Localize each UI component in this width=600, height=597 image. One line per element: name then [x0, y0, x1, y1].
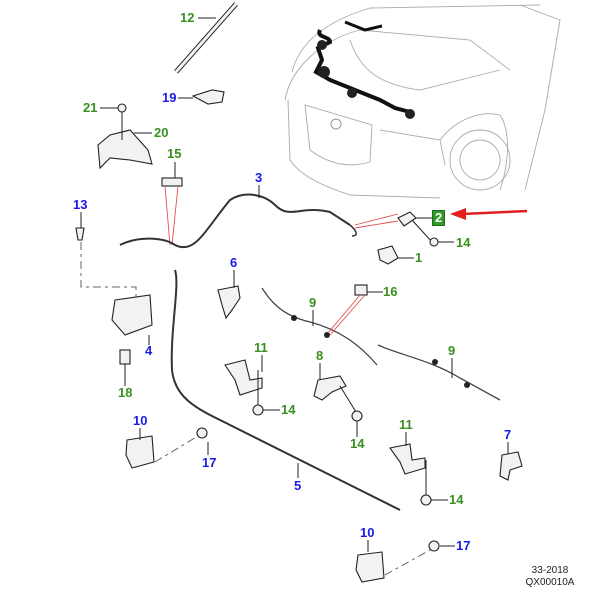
latch-10a-part — [125, 435, 155, 469]
latch-10b-part — [355, 551, 385, 583]
diagram-footer: 33-2018 QX00010A — [510, 565, 590, 589]
release-cable-5 — [170, 269, 401, 511]
leader-lines — [80, 17, 509, 552]
callout-9: 9 — [448, 343, 456, 358]
bracket-2-part — [397, 211, 417, 227]
nut-14-part — [429, 237, 439, 247]
callout-17: 17 — [202, 455, 217, 470]
grommet-14c-part — [351, 410, 363, 422]
bracket-8-part — [313, 375, 347, 401]
callout-12: 12 — [180, 10, 195, 25]
callout-14: 14 — [456, 235, 471, 250]
pointer-arrow — [450, 208, 528, 220]
callout-14: 14 — [449, 492, 464, 507]
date-code: 33-2018 — [531, 565, 569, 576]
latch-7-part — [499, 451, 523, 481]
clip-15-part — [161, 177, 183, 187]
illustration-code: QX00010A — [525, 577, 575, 588]
bracket-6-part — [217, 285, 241, 320]
pin-13-part — [75, 227, 85, 241]
grommet-1-part — [377, 245, 399, 265]
latch-4-part — [111, 294, 153, 336]
callout-5: 5 — [294, 478, 302, 493]
bracket-11b-part — [389, 443, 426, 475]
callout-6: 6 — [230, 255, 238, 270]
callout-4: 4 — [145, 343, 153, 358]
callout-11: 11 — [254, 340, 268, 355]
callout-20: 20 — [154, 125, 169, 140]
callout-11: 11 — [399, 417, 413, 432]
callout-17: 17 — [456, 538, 471, 553]
shield-20-part — [97, 129, 153, 170]
callout-15: 15 — [167, 146, 182, 161]
wiring-harness — [313, 20, 415, 119]
callout-9: 9 — [309, 295, 317, 310]
bracket-11a-part — [224, 359, 263, 396]
callout-10: 10 — [133, 413, 148, 428]
callout-8: 8 — [316, 348, 324, 363]
callout-21: 21 — [83, 100, 98, 115]
callout-10: 10 — [360, 525, 375, 540]
callout-14: 14 — [281, 402, 296, 417]
release-cable-3 — [119, 193, 351, 249]
bolt-17b-part — [428, 540, 440, 552]
callout-13: 13 — [73, 197, 88, 212]
callout-14: 14 — [350, 436, 365, 451]
clip-16-part — [354, 284, 368, 296]
vehicle-outline — [284, 4, 561, 199]
bracket-19-part — [191, 89, 225, 105]
nut-21-part — [117, 103, 127, 113]
callout-19: 19 — [162, 90, 177, 105]
cable-9a — [261, 287, 378, 366]
grommet-14b-part — [252, 404, 264, 416]
callout-16: 16 — [383, 284, 398, 299]
callout-18: 18 — [118, 385, 133, 400]
callout-7: 7 — [504, 427, 512, 442]
cable-9b — [377, 344, 501, 401]
part-18 — [119, 349, 131, 365]
grommet-14d-part — [420, 494, 432, 506]
callout-2-highlighted: 2 — [432, 210, 446, 226]
callout-1: 1 — [415, 250, 423, 265]
bolt-17a-part — [196, 427, 208, 439]
callout-3: 3 — [255, 170, 263, 185]
